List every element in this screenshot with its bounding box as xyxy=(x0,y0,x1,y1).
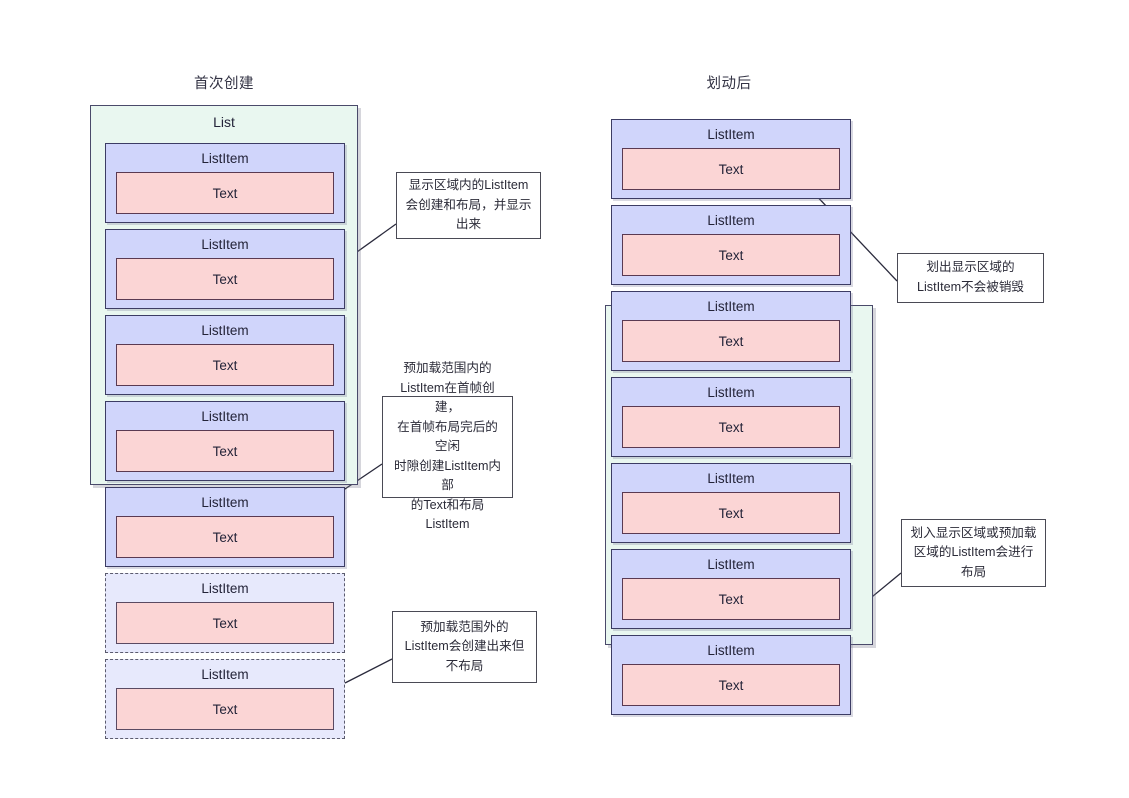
connector-line xyxy=(344,658,393,684)
list-item-label: ListItem xyxy=(707,471,755,486)
list-item-label: ListItem xyxy=(201,151,249,166)
note-preload-outside: 预加载范围外的 ListItem会创建出来但 不布局 xyxy=(392,611,537,683)
list-item-label: ListItem xyxy=(707,299,755,314)
list-item-label: ListItem xyxy=(201,237,249,252)
text-node[interactable]: Text xyxy=(622,578,840,620)
note-scroll-out: 划出显示区域的 ListItem不会被销毁 xyxy=(897,253,1044,303)
note-scroll-in: 划入显示区域或预加载 区域的ListItem会进行 布局 xyxy=(901,519,1046,587)
text-node[interactable]: Text xyxy=(116,344,334,386)
list-item-label: ListItem xyxy=(707,127,755,142)
text-node[interactable]: Text xyxy=(116,172,334,214)
list-container-label: List xyxy=(213,114,235,130)
column-title-first-create: 首次创建 xyxy=(194,76,254,92)
text-node[interactable]: Text xyxy=(116,602,334,644)
list-item-label: ListItem xyxy=(201,323,249,338)
text-node[interactable]: Text xyxy=(622,234,840,276)
list-item-label: ListItem xyxy=(201,409,249,424)
text-node[interactable]: Text xyxy=(622,320,840,362)
list-item-label: ListItem xyxy=(707,557,755,572)
note-visible-area: 显示区域内的ListItem 会创建和布局，并显示 出来 xyxy=(396,172,541,239)
text-node[interactable]: Text xyxy=(116,688,334,730)
text-node[interactable]: Text xyxy=(622,492,840,534)
text-node[interactable]: Text xyxy=(116,516,334,558)
list-item-label: ListItem xyxy=(707,385,755,400)
note-preload-inside: 预加载范围内的 ListItem在首帧创建， 在首帧布局完后的空闲 时隙创建Li… xyxy=(382,361,513,531)
text-node[interactable]: Text xyxy=(622,148,840,190)
text-node[interactable]: Text xyxy=(116,430,334,472)
list-item-label: ListItem xyxy=(707,213,755,228)
text-node[interactable]: Text xyxy=(116,258,334,300)
column-title-after-scroll: 划动后 xyxy=(706,76,752,92)
list-item-label: ListItem xyxy=(707,643,755,658)
list-item-label: ListItem xyxy=(201,581,249,596)
text-node[interactable]: Text xyxy=(622,406,840,448)
text-node[interactable]: Text xyxy=(622,664,840,706)
list-item-label: ListItem xyxy=(201,495,249,510)
list-item-label: ListItem xyxy=(201,667,249,682)
